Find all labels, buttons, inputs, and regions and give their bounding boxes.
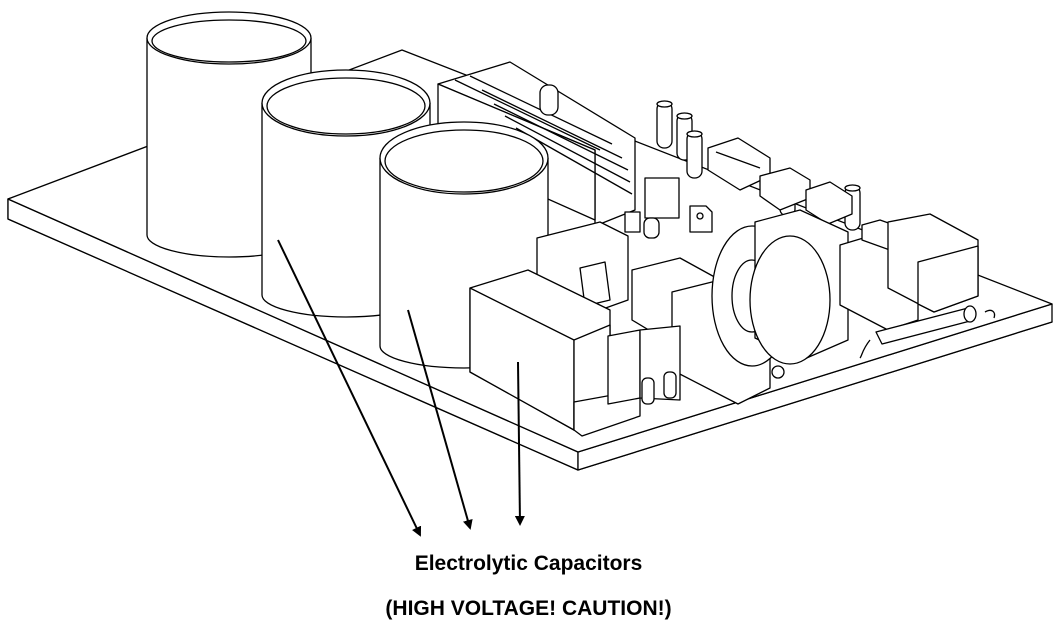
right-relays: [839, 213, 979, 331]
fuse: [859, 305, 996, 359]
connectors: [624, 137, 853, 239]
toroid-coil: [711, 209, 849, 379]
pointer-arrows: [277, 239, 525, 537]
arrow-1: [277, 239, 422, 537]
warning-caption: (HIGH VOLTAGE! CAUTION!): [385, 597, 672, 620]
arrow-2: [407, 309, 473, 530]
arrow-3: [514, 361, 525, 526]
capacitor-caption: Electrolytic Capacitors: [414, 552, 643, 575]
relay-block: [469, 269, 681, 437]
